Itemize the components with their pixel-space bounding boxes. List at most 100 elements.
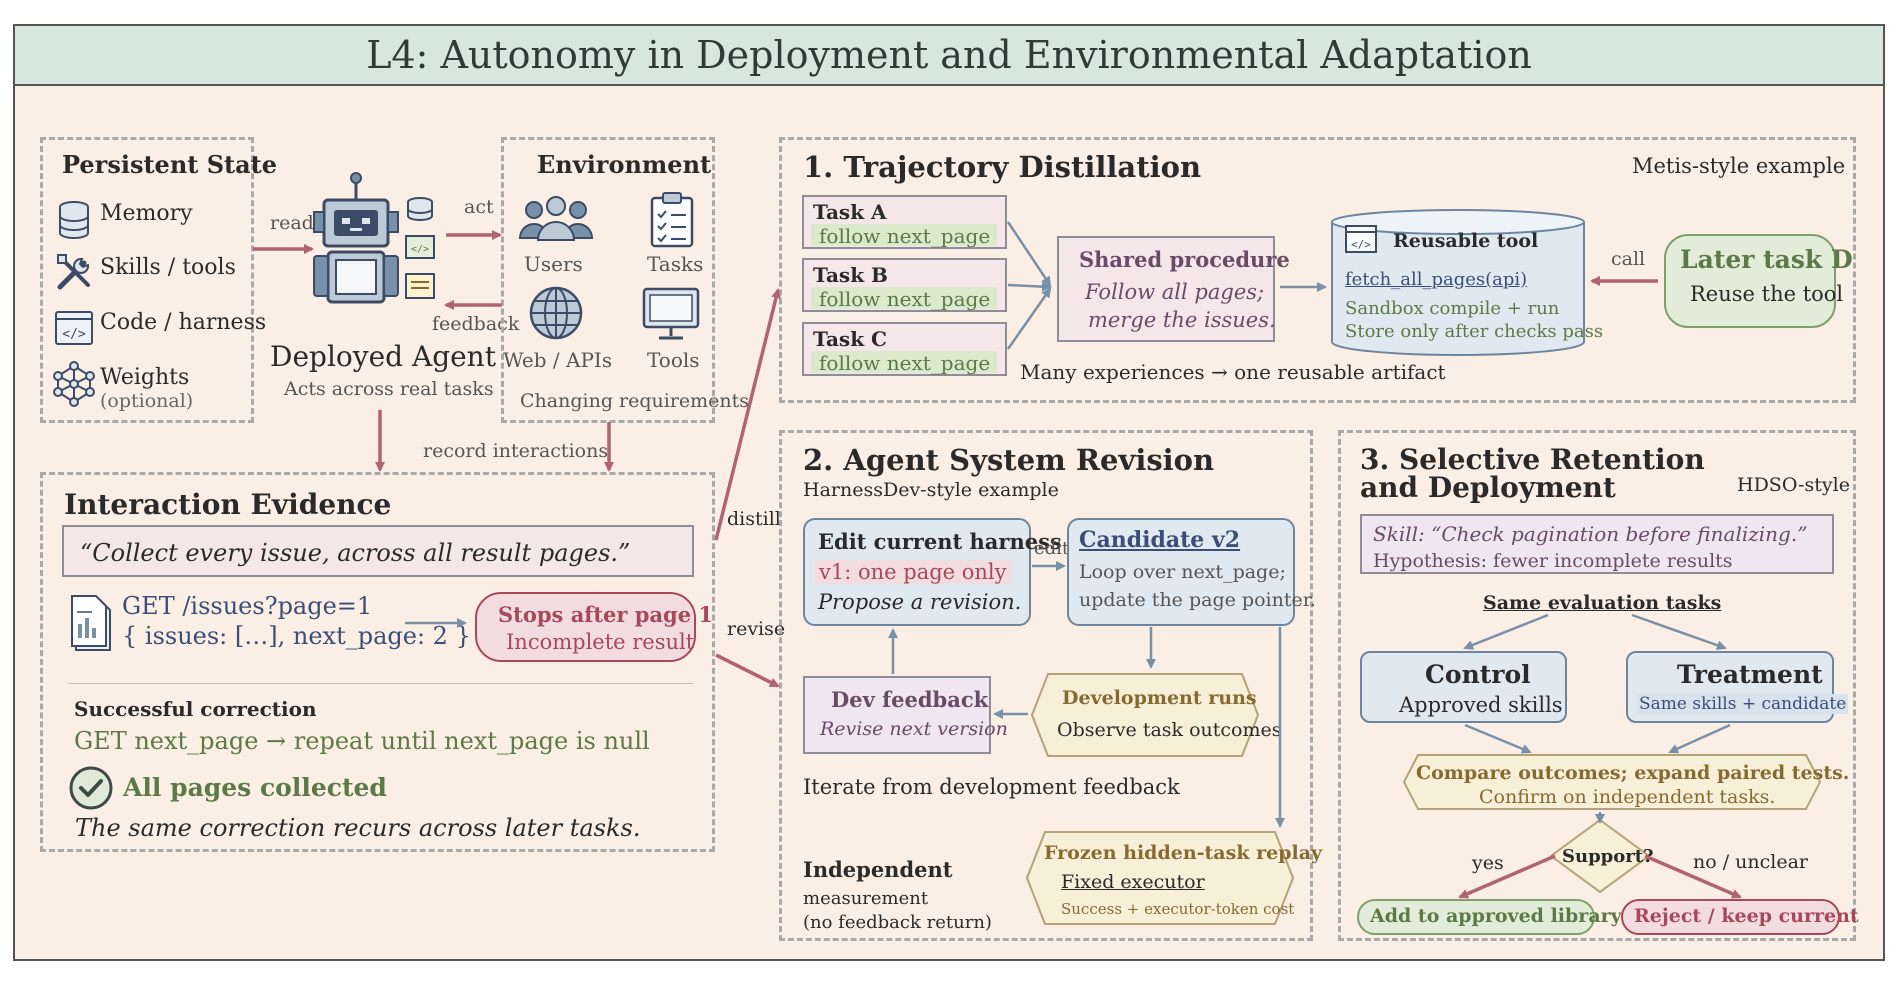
agent-system-revision-heading: 2. Agent System Revision <box>803 443 1215 477</box>
no-arrow <box>1644 854 1742 899</box>
task-c-merge <box>1006 287 1052 350</box>
distill-label: distill <box>727 508 781 530</box>
tasks-clipboard-icon <box>650 192 694 248</box>
hypothesis-text: Hypothesis: fewer incomplete results <box>1373 550 1733 572</box>
support-diamond <box>1549 818 1651 894</box>
weights-label: Weights <box>100 365 190 390</box>
retention-heading-line2: and Deployment <box>1360 471 1616 504</box>
development-runs-hexagon <box>1030 673 1260 757</box>
shared-procedure-card <box>1057 236 1275 342</box>
deployed-agent-subtitle: Acts across real tasks <box>284 378 494 400</box>
document-icon <box>71 595 111 651</box>
control-sub: Approved skills <box>1399 693 1563 717</box>
compare-outcomes-line1: Compare outcomes; expand paired tests. <box>1416 762 1850 784</box>
success-token-cost: Success + executor-token cost <box>1061 900 1295 918</box>
same-evaluation-tasks: Same evaluation tasks <box>1483 592 1722 614</box>
record-interactions-label: record interactions <box>423 440 609 462</box>
agent-system-revision-panel <box>779 430 1313 941</box>
api-response-line: { issues: […], next_page: 2 } <box>122 622 471 650</box>
edit-label: edit <box>1034 538 1070 559</box>
iterate-caption: Iterate from development feedback <box>803 775 1180 799</box>
persistent-state-heading: Persistent State <box>62 150 278 179</box>
changing-requirements-label: Changing requirements <box>520 390 750 412</box>
robot-icon: </> <box>313 172 435 304</box>
check-circle-icon <box>69 766 113 810</box>
retention-heading-line1: 3. Selective Retention <box>1360 443 1705 476</box>
revise-label: revise <box>727 618 786 640</box>
reusable-tool-title: Reusable tool <box>1393 230 1539 252</box>
stops-after-page-1-box <box>475 592 696 662</box>
candidate-v2-line2: update the page pointer. <box>1079 589 1316 611</box>
fetch-all-pages-func: fetch_all_pages(api) <box>1345 269 1528 290</box>
later-task-d-box[interactable] <box>1664 234 1836 328</box>
yes-label: yes <box>1472 852 1504 874</box>
compare-outcomes-line2: Confirm on independent tasks. <box>1479 786 1776 808</box>
treatment-sub: Same skills + candidate <box>1637 694 1849 714</box>
hdso-style-label: HDSO-style <box>1737 474 1850 496</box>
independent-line1: measurement <box>803 888 929 909</box>
frozen-replay-hexagon <box>1025 831 1295 925</box>
metis-example-label: Metis-style example <box>1632 154 1846 178</box>
dev-feedback-title: Dev feedback <box>831 687 989 712</box>
code-harness-label: Code / harness <box>100 310 267 335</box>
edit-harness-propose: Propose a revision. <box>818 590 1022 614</box>
harnessdev-example-label: HarnessDev-style example <box>803 479 1059 501</box>
store-after-checks: Store only after checks pass <box>1345 321 1604 342</box>
feedback-label: feedback <box>432 313 520 335</box>
shared-procedure-title: Shared procedure <box>1079 247 1290 272</box>
users-icon <box>518 196 594 241</box>
task-a-title: Task A <box>813 200 887 224</box>
candidate-v2-title: Candidate v2 <box>1079 527 1241 553</box>
revise-arrow <box>715 653 780 688</box>
user-request-quote-text: “Collect every issue, across all result … <box>80 539 631 567</box>
edit-harness-title: Edit current harness <box>818 529 1062 554</box>
task-b-title: Task B <box>813 263 888 287</box>
call-label: call <box>1611 248 1646 270</box>
user-request-quote <box>62 525 694 577</box>
svg-text:</>: </> <box>411 244 429 255</box>
tools-label: Tools <box>647 348 700 372</box>
skill-card <box>1360 514 1834 574</box>
read-label: read <box>270 212 314 234</box>
svg-text:</>: </> <box>62 327 86 342</box>
frozen-replay-title: Frozen hidden-task replay <box>1044 842 1323 864</box>
task-c-title: Task C <box>813 327 887 351</box>
no-unclear-label: no / unclear <box>1693 851 1809 873</box>
act-label: act <box>464 196 494 218</box>
candidate-v2-line1: Loop over next_page; <box>1079 561 1286 583</box>
memory-icon <box>59 201 89 239</box>
selective-retention-panel <box>1338 430 1856 941</box>
treatment-title: Treatment <box>1677 660 1823 689</box>
weights-optional-note: (optional) <box>100 390 194 412</box>
interaction-evidence-panel <box>40 472 715 852</box>
reject-keep-current-text: Reject / keep current <box>1634 905 1859 927</box>
divider <box>68 683 693 684</box>
trajectory-distillation-heading: 1. Trajectory Distillation <box>803 150 1202 184</box>
independent-line2: (no feedback return) <box>803 912 992 933</box>
environment-heading: Environment <box>537 150 712 179</box>
eval-to-treatment <box>1631 613 1727 651</box>
later-task-d-title: Later task D <box>1680 245 1853 274</box>
figure-title: L4: Autonomy in Deployment and Environme… <box>13 24 1885 86</box>
candidate-v2-box[interactable] <box>1067 518 1295 626</box>
svg-text:</>: </> <box>1351 238 1371 251</box>
stops-after-page-1-text: Stops after page 1 <box>498 602 714 627</box>
task-b-merge <box>1007 281 1052 292</box>
deployed-agent-title: Deployed Agent <box>270 340 496 373</box>
trajectory-distillation-panel <box>779 137 1856 403</box>
support-question: Support? <box>1562 846 1654 867</box>
interaction-evidence-heading: Interaction Evidence <box>64 488 392 521</box>
monitor-icon <box>642 287 700 340</box>
add-approved-library-text: Add to approved library <box>1370 905 1622 927</box>
users-label: Users <box>524 252 583 276</box>
many-experiences-caption: Many experiences → one reusable artifact <box>1020 360 1446 384</box>
yes-arrow <box>1458 854 1556 899</box>
fixed-executor: Fixed executor <box>1061 871 1205 893</box>
tools-icon <box>57 254 90 290</box>
edit-harness-v1: v1: one page only <box>815 560 1011 584</box>
treatment-to-compare <box>1668 723 1731 754</box>
control-box <box>1360 651 1567 723</box>
compare-outcomes-hexagon <box>1402 754 1822 810</box>
control-title: Control <box>1425 660 1531 689</box>
